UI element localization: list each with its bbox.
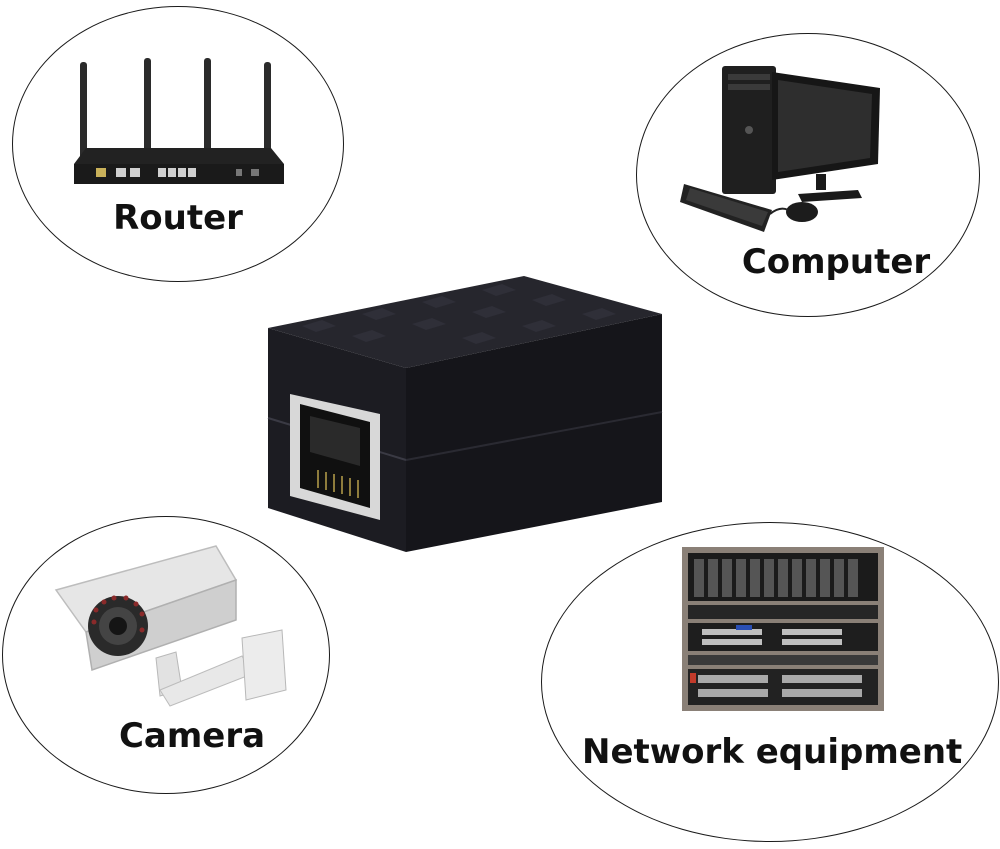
rj45-coupler-icon: [267, 276, 663, 552]
server-rack-icon: [682, 547, 884, 711]
security-camera-icon: [54, 545, 287, 707]
network-equipment-label: Network equipment: [582, 732, 963, 772]
router-icon: [74, 58, 284, 184]
router-label: Router: [113, 198, 243, 238]
camera-label: Camera: [118, 716, 266, 756]
computer-label: Computer: [741, 242, 931, 282]
router-bubble: [12, 6, 344, 282]
desktop-computer-icon: [680, 66, 880, 232]
